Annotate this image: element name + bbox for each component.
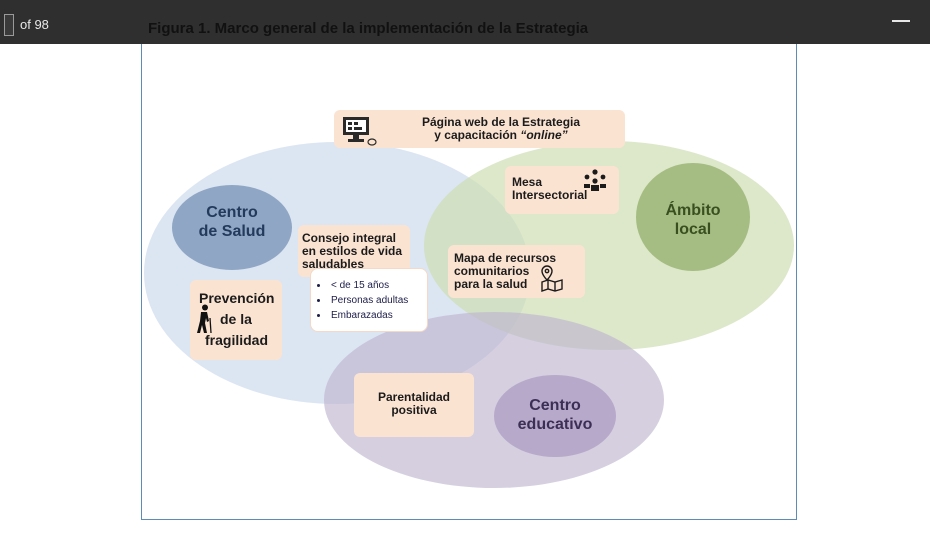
list-item: Personas adultas xyxy=(329,293,408,308)
prevencion-line1: Prevención xyxy=(199,290,275,306)
web-box xyxy=(334,110,625,148)
prevencion-line2: de la xyxy=(220,311,252,327)
elderly-person-icon xyxy=(197,304,212,334)
consejo-box-label: Consejo integral en estilos de vida salu… xyxy=(302,231,403,271)
page-count: of 98 xyxy=(20,17,49,32)
map-pin-icon xyxy=(541,265,563,292)
figure-frame xyxy=(141,44,797,520)
consejo-list-box xyxy=(310,268,428,332)
page-number-input[interactable] xyxy=(4,14,14,36)
target-groups-list: < de 15 años Personas adultas Embarazada… xyxy=(315,278,408,323)
parentalidad-box xyxy=(354,373,474,437)
computer-icon xyxy=(343,117,377,146)
figure-title: Figura 1. Marco general de la implementa… xyxy=(148,20,589,37)
parentalidad-box-label: Parentalidad positiva xyxy=(377,390,451,417)
pdf-toolbar: of 98 xyxy=(0,0,930,44)
mapa-box-label: Mapa de recursos comunitarios para la sa… xyxy=(454,251,557,291)
people-group-icon xyxy=(584,169,606,191)
prevencion-line3: fragilidad xyxy=(205,332,269,348)
ambito-local-circle xyxy=(636,163,750,271)
minimize-icon[interactable] xyxy=(892,20,910,22)
mesa-box xyxy=(505,166,619,214)
centro-salud-circle xyxy=(172,185,292,270)
list-item: Embarazadas xyxy=(329,308,408,323)
web-box-label: Página web de la Estrategia y capacitaci… xyxy=(421,115,581,142)
list-item: < de 15 años xyxy=(329,278,408,293)
centro-educativo-circle xyxy=(494,375,616,457)
